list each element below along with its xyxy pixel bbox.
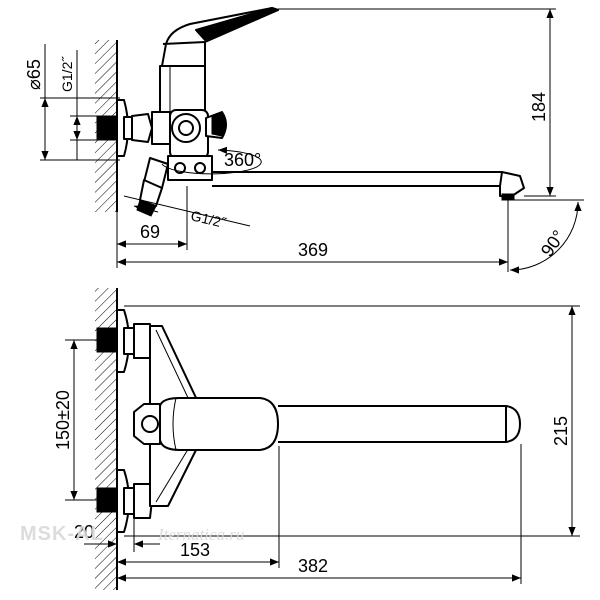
front-height-dimension: 215 xyxy=(124,305,580,537)
total-length-dimension: 382 xyxy=(117,444,522,584)
top-view: 360° ⌀65 G1/2˝ G1/2˝ 69 xyxy=(24,7,584,274)
front-upper-connector xyxy=(96,309,153,373)
inlet-thread-label: G1/2˝ xyxy=(189,207,228,231)
top-diverter xyxy=(169,109,227,159)
top-height-label: 184 xyxy=(529,92,549,122)
top-body xyxy=(131,7,279,145)
spout-length-label: 369 xyxy=(298,240,328,260)
top-spout xyxy=(212,171,525,201)
wall-offset-dimension: 20 xyxy=(74,518,160,552)
front-lower-connector xyxy=(96,469,153,533)
front-spout xyxy=(278,405,521,443)
angle-label: 90° xyxy=(537,227,569,261)
front-view: 150±20 20 153 382 215 xyxy=(53,288,580,590)
offset-dimension: 69 xyxy=(117,186,188,250)
wall-thread-dimension: G1/2˝ xyxy=(59,50,100,160)
spout-length-dimension: 369 xyxy=(116,200,509,268)
watermark: MSK-AL Iternatica.ru xyxy=(20,523,244,545)
front-knob xyxy=(133,403,161,445)
handle-length-dimension: 153 xyxy=(117,446,280,568)
spacing-dimension: 150±20 xyxy=(53,339,100,501)
top-wall-fitting xyxy=(96,99,133,157)
angle-dimension: 90° xyxy=(507,199,584,274)
wall-thread-label: G1/2˝ xyxy=(59,56,75,92)
wall-offset-label: 20 xyxy=(74,522,94,542)
spacing-label: 150±20 xyxy=(53,390,73,450)
watermark-script: Iternatica.ru xyxy=(157,525,244,544)
total-length-label: 382 xyxy=(298,556,328,576)
front-cartridge xyxy=(159,397,279,451)
top-lower-body xyxy=(167,155,213,181)
rotation-label: 360° xyxy=(224,150,261,170)
diameter-label: ⌀65 xyxy=(24,59,44,90)
handle-length-label: 153 xyxy=(180,540,210,560)
top-inlet xyxy=(136,157,169,217)
offset-label: 69 xyxy=(140,222,160,242)
top-height-dimension: 184 xyxy=(278,8,556,197)
front-height-label: 215 xyxy=(551,416,571,446)
diameter-dimension: ⌀65 xyxy=(24,44,120,161)
rotation-arc xyxy=(161,146,262,175)
watermark-brand: MSK-AL xyxy=(20,523,104,545)
